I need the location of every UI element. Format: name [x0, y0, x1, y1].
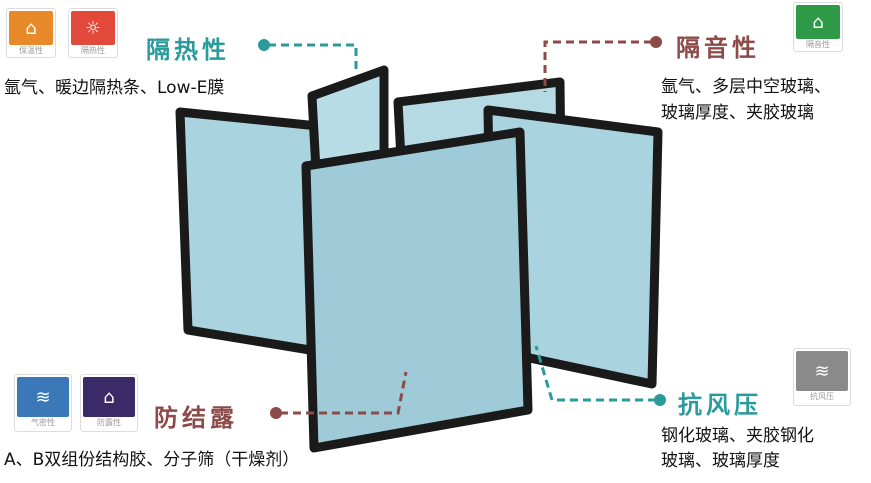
wind-building-icon: ≋	[796, 351, 848, 391]
badge-wind: ≋ 抗风压	[793, 348, 851, 406]
badge-label: 隔音性	[806, 40, 830, 49]
sun-house-icon: ☼	[71, 11, 115, 45]
desc-sound-1: 氩气、多层中空玻璃、	[661, 77, 831, 97]
badge-sound: ⌂ 隔音性	[793, 2, 843, 52]
badge-label: 气密性	[31, 418, 55, 427]
desc-wind-2: 玻璃、玻璃厚度	[661, 451, 780, 471]
badge-heat: ☼ 隔热性	[68, 8, 118, 58]
wind-house-icon: ≋	[17, 377, 69, 417]
car-house-icon: ⌂	[796, 5, 840, 39]
badge-airtight: ≋ 气密性	[14, 374, 72, 432]
desc-heat: 氩气、暖边隔热条、Low-E膜	[4, 78, 225, 98]
desc-dew: A、B双组份结构胶、分子筛（干燥剂）	[4, 450, 300, 470]
badge-dew: ⌂ 防露性	[80, 374, 138, 432]
connector-wind	[534, 345, 656, 402]
badge-insulation: ⌂ 保温性	[6, 8, 56, 58]
badge-label: 隔热性	[81, 46, 105, 55]
glass-pane-left	[175, 107, 327, 357]
glass-pane-front	[301, 127, 533, 453]
badge-label: 保温性	[19, 46, 43, 55]
title-wind: 抗风压	[678, 391, 762, 419]
connector-sound	[543, 40, 652, 92]
desc-wind-1: 钢化玻璃、夹胶钢化	[661, 426, 814, 446]
title-dew: 防结露	[154, 404, 238, 432]
connector-heat	[268, 43, 358, 72]
snowman-house-icon: ⌂	[83, 377, 135, 417]
house-cup-icon: ⌂	[9, 11, 53, 45]
badge-label: 防露性	[97, 418, 121, 427]
title-heat: 隔热性	[146, 36, 230, 64]
desc-sound-2: 玻璃厚度、夹胶玻璃	[661, 103, 814, 123]
title-sound: 隔音性	[676, 34, 760, 62]
connector-dew	[280, 371, 408, 415]
badge-label: 抗风压	[810, 392, 834, 401]
